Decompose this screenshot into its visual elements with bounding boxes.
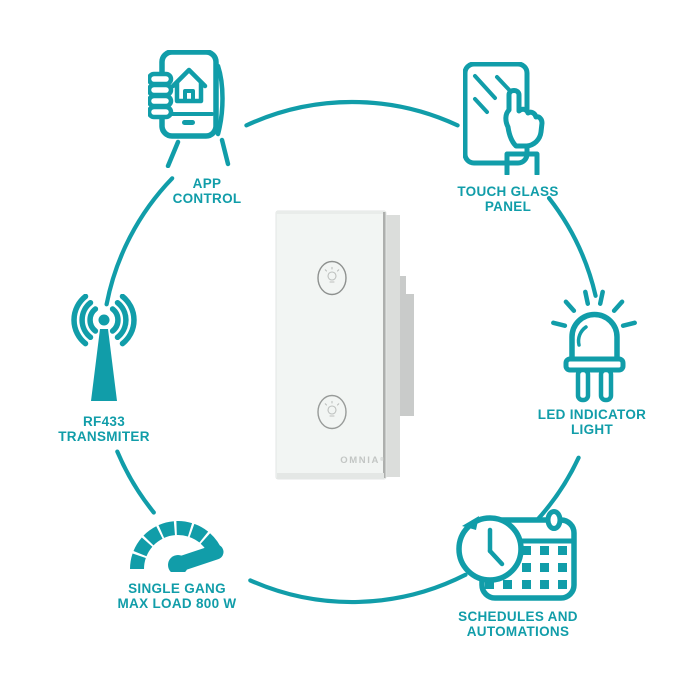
ring-arc-upper-right: [546, 196, 598, 298]
home-glyph-walls: [174, 80, 204, 104]
radio-waves: [71, 294, 137, 347]
led-dome-highlight: [576, 325, 588, 347]
smartphone-home-app-icon: [148, 50, 231, 168]
rf-antenna-icon: [71, 294, 137, 401]
calendar-clock-icon: [456, 509, 577, 601]
brand-logo: OMNIA®: [328, 455, 384, 466]
pointing-hand: [503, 88, 545, 149]
home-glyph-roof: [170, 67, 208, 89]
glass-bottom-bevel: [277, 473, 384, 479]
home-glyph-door: [183, 89, 195, 103]
bulb-glyph-bottom: [324, 400, 340, 417]
gauge-needle: [172, 544, 224, 572]
antenna-hub: [98, 314, 110, 326]
clock-hand-hour: [487, 548, 505, 567]
app-control-label: APP CONTROL: [172, 176, 242, 206]
gauge-icon: [129, 520, 224, 572]
ring-arc-lower-right: [535, 455, 581, 522]
clock-rotate-arrow: [462, 516, 479, 530]
touch-switch-render: [275, 210, 414, 480]
touch-button-bottom[interactable]: [317, 394, 347, 430]
calendar-ring: [545, 509, 563, 531]
ring-arc-lower-left: [115, 449, 156, 515]
led-bulb-icon: [551, 289, 637, 403]
glass-right-edge: [383, 212, 386, 478]
led-flange: [563, 356, 626, 373]
brand-text: OMNIA: [340, 455, 380, 466]
schedules-automations-label: SCHEDULES AND AUTOMATIONS: [458, 609, 578, 639]
antenna-mast: [91, 329, 117, 401]
hand-palm-edge: [215, 63, 225, 137]
hand-fingers: [148, 71, 174, 120]
rf433-transmitter-label: RF433 TRANSMITER: [58, 414, 150, 444]
ring-arc-upper-left: [104, 176, 175, 307]
glass-top-edge: [276, 211, 386, 214]
touch-glass-panel-icon: [463, 62, 545, 175]
switch-side-face: [384, 215, 400, 477]
led-rays: [551, 289, 637, 328]
led-indicator-light-label: LED INDICATOR LIGHT: [537, 407, 647, 437]
wrist-line-left: [165, 139, 181, 168]
led-dome: [569, 311, 620, 364]
registered-mark: ®: [379, 457, 384, 463]
ring-arc-top: [244, 99, 460, 128]
phone-speaker-dash: [182, 120, 195, 125]
wrist-line-right: [219, 137, 231, 167]
touch-switch-product: OMNIA®: [272, 207, 422, 491]
led-leg-left: [575, 367, 591, 403]
touch-glass-panel-label: TOUCH GLASS PANEL: [457, 184, 559, 214]
touch-button-top[interactable]: [317, 260, 347, 296]
single-gang-max-load-label: SINGLE GANG MAX LOAD 800 W: [117, 581, 237, 611]
mounting-bracket: [398, 276, 414, 416]
led-leg-right: [598, 367, 614, 403]
ring-arc-bottom: [248, 572, 468, 605]
wrist-sleeve: [504, 151, 540, 175]
glass-front-panel: [275, 210, 387, 480]
bulb-glyph-top: [324, 266, 340, 283]
